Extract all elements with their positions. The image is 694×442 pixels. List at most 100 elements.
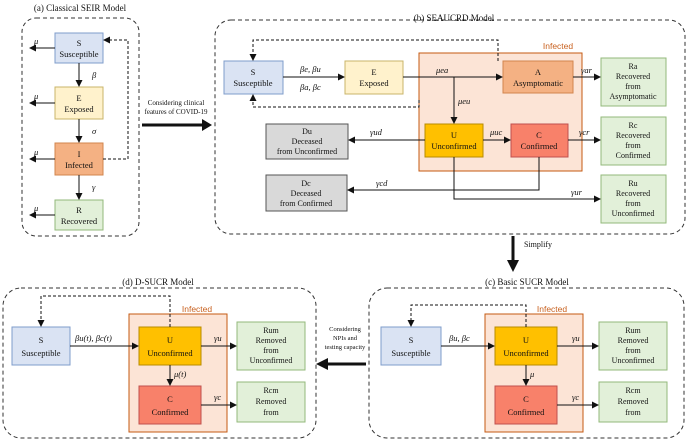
svg-text:features of COVID-19: features of COVID-19 <box>145 108 208 116</box>
b-beta-bot: βa, βc <box>299 82 321 92</box>
d-infected-label: Infected <box>182 304 213 314</box>
svg-text:Susceptible: Susceptible <box>59 49 98 59</box>
svg-text:Susceptible: Susceptible <box>21 348 60 358</box>
panel-a-arrows <box>29 36 129 219</box>
node-d-u: U Unconfirmed <box>138 326 202 366</box>
svg-text:S: S <box>39 335 44 345</box>
svg-text:Removed: Removed <box>256 336 287 345</box>
svg-text:U: U <box>523 335 529 345</box>
node-b-c: C Confirmed <box>510 123 569 158</box>
c-gamma-u: γu <box>572 333 580 343</box>
svg-text:Removed: Removed <box>618 397 649 406</box>
svg-text:from: from <box>625 141 641 150</box>
svg-text:Confirmed: Confirmed <box>616 151 651 160</box>
node-a-s: S Susceptible <box>54 32 104 64</box>
svg-text:S: S <box>77 38 82 48</box>
d-mu: μ(t) <box>173 369 186 379</box>
svg-text:S: S <box>251 67 256 77</box>
node-a-e: E Exposed <box>54 86 104 120</box>
svg-text:Rc: Rc <box>629 121 638 130</box>
panel-a-frame <box>21 17 140 237</box>
svg-text:from: from <box>263 408 279 417</box>
b-gamma-cd: γcd <box>376 178 388 188</box>
node-b-du: Du Deceased from Unconfirmed <box>265 123 349 160</box>
svg-text:Exposed: Exposed <box>359 78 389 88</box>
arrow-a-to-b: Considering clinical features of COVID-1… <box>142 99 212 131</box>
panel-b-title: (b) SEAUCRD Model <box>414 13 495 23</box>
a-mu-3: μ <box>33 147 38 157</box>
svg-text:Rum: Rum <box>625 326 641 335</box>
node-a-i: I Infected <box>54 142 104 176</box>
node-b-a: A Asymptomatic <box>502 60 574 94</box>
arrow-b-to-c: Simplify <box>507 236 552 272</box>
svg-text:Rcm: Rcm <box>263 386 279 395</box>
svg-text:from: from <box>263 346 279 355</box>
svg-text:Deceased: Deceased <box>291 189 322 198</box>
svg-text:Unconfirmed: Unconfirmed <box>612 209 655 218</box>
svg-text:from Confirmed: from Confirmed <box>280 199 332 208</box>
panel-b-arrows <box>249 39 601 203</box>
svg-text:Rum: Rum <box>263 326 279 335</box>
svg-text:Du: Du <box>302 127 312 136</box>
node-b-ru: Ru Recovered from Unconfirmed <box>600 174 667 224</box>
node-c-c: C Confirmed <box>494 385 558 425</box>
svg-text:Removed: Removed <box>256 397 287 406</box>
b-mu-eu: μeu <box>457 96 470 106</box>
svg-text:C: C <box>167 394 173 404</box>
node-c-rum: Rum Removed from Unconfirmed <box>598 321 668 371</box>
node-d-rum: Rum Removed from Unconfirmed <box>236 321 306 371</box>
panel-d-title: (d) D-SUCR Model <box>122 277 194 287</box>
svg-text:C: C <box>523 394 529 404</box>
svg-text:from: from <box>625 82 641 91</box>
panel-b-frame <box>214 19 686 235</box>
b-gamma-ur: γur <box>571 187 583 197</box>
node-c-rcm: Rcm Removed from <box>598 381 668 423</box>
d-beta: βu(t), βc(t) <box>74 333 112 343</box>
node-b-ra: Ra Recovered from Asymptomatic <box>600 57 667 107</box>
node-b-u: U Unconfirmed <box>424 123 484 158</box>
svg-text:Deceased: Deceased <box>292 137 323 146</box>
svg-text:NPIs and: NPIs and <box>333 335 358 342</box>
svg-text:U: U <box>167 335 173 345</box>
svg-text:Recovered: Recovered <box>61 216 98 226</box>
panel-c-arrows <box>407 304 599 409</box>
panel-c-title: (c) Basic SUCR Model <box>485 277 569 287</box>
svg-text:Considering clinical: Considering clinical <box>148 99 205 107</box>
svg-text:testing capacity: testing capacity <box>325 344 366 351</box>
b-infected-label: Infected <box>543 41 574 51</box>
svg-text:from: from <box>625 346 641 355</box>
svg-text:S: S <box>409 335 414 345</box>
node-b-s: S Susceptible <box>223 60 284 95</box>
svg-text:from: from <box>625 408 641 417</box>
svg-text:Unconfirmed: Unconfirmed <box>503 348 549 358</box>
a-mu-4: μ <box>33 203 38 213</box>
node-b-dc: Dc Deceased from Confirmed <box>265 174 348 212</box>
c-beta: βu, βc <box>448 333 470 343</box>
svg-text:Confirmed: Confirmed <box>508 407 546 417</box>
svg-text:Simplify: Simplify <box>524 240 552 249</box>
svg-text:I: I <box>78 149 81 159</box>
node-c-s: S Susceptible <box>380 326 442 366</box>
b-gamma-ud: γud <box>370 127 383 137</box>
node-c-u: U Unconfirmed <box>494 326 558 366</box>
b-gamma-ar: γar <box>581 65 593 75</box>
svg-text:Recovered: Recovered <box>616 189 650 198</box>
svg-text:E: E <box>371 67 376 77</box>
svg-text:C: C <box>536 130 542 140</box>
svg-text:Asymptomatic: Asymptomatic <box>609 92 657 101</box>
svg-text:from: from <box>625 199 641 208</box>
node-d-c: C Confirmed <box>138 385 202 425</box>
svg-text:Unconfirmed: Unconfirmed <box>250 356 293 365</box>
a-beta: β <box>91 70 97 80</box>
svg-text:R: R <box>76 205 82 215</box>
svg-text:U: U <box>451 130 457 140</box>
node-d-rcm: Rcm Removed from <box>236 381 306 423</box>
b-gamma-cr: γcr <box>579 127 590 137</box>
c-infected-label: Infected <box>537 304 568 314</box>
svg-text:Ra: Ra <box>629 62 638 71</box>
svg-text:Confirmed: Confirmed <box>152 407 190 417</box>
svg-text:Unconfirmed: Unconfirmed <box>612 356 655 365</box>
node-a-r: R Recovered <box>54 199 104 231</box>
svg-text:Exposed: Exposed <box>64 104 94 114</box>
svg-text:Ru: Ru <box>628 179 637 188</box>
